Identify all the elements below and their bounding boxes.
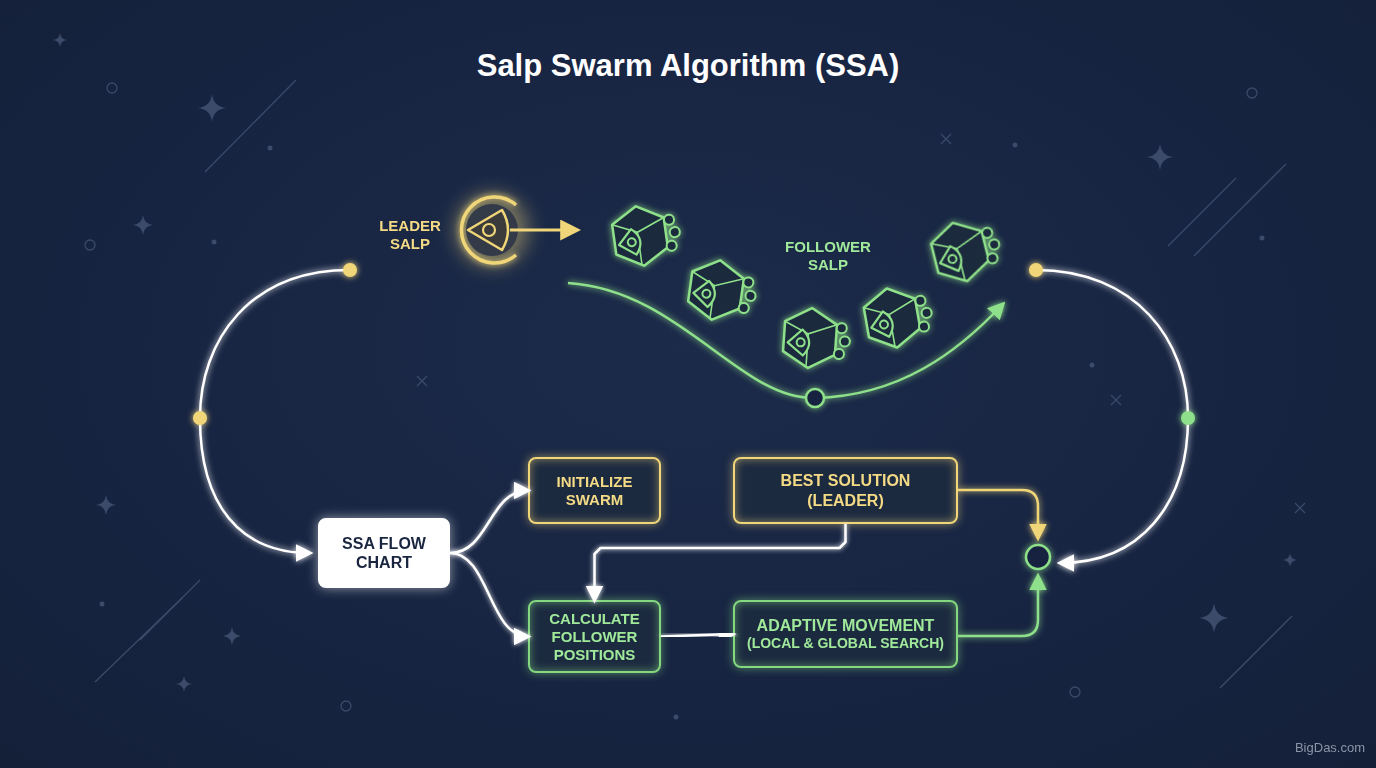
box-label: SSA FLOW CHART	[328, 534, 440, 572]
watermark: BigDas.com	[1290, 740, 1370, 756]
process-box: CALCULATE FOLLOWER POSITIONS	[528, 600, 661, 673]
box-label: INITIALIZE SWARM	[540, 473, 650, 509]
diagram-title: Salp Swarm Algorithm (SSA)	[0, 48, 1376, 84]
flow-arrow	[450, 553, 528, 637]
box-label: ADAPTIVE MOVEMENT	[757, 616, 935, 635]
leader-salp-icon	[456, 194, 577, 266]
swarm-path	[568, 283, 1003, 407]
box-label: CALCULATE FOLLOWER POSITIONS	[539, 610, 651, 664]
flow-arrow	[661, 634, 733, 637]
leader-label: LEADER SALP	[368, 217, 452, 253]
follower-label: FOLLOWER SALP	[776, 238, 880, 274]
process-box: BEST SOLUTION (LEADER)	[733, 457, 958, 524]
merge-wires	[958, 490, 1050, 636]
follower-salp-icons	[610, 201, 1006, 371]
process-box: INITIALIZE SWARM	[528, 457, 661, 524]
box-label: BEST SOLUTION (LEADER)	[771, 471, 921, 509]
flow-arrow	[595, 524, 846, 600]
background-decor	[85, 80, 1305, 711]
box-sublabel: (LOCAL & GLOBAL SEARCH)	[747, 635, 944, 652]
flow-arrow	[661, 489, 733, 492]
star-sparkles	[53, 33, 1297, 720]
process-box: ADAPTIVE MOVEMENT(LOCAL & GLOBAL SEARCH)	[733, 600, 958, 668]
start-box: SSA FLOW CHART	[318, 518, 450, 588]
flow-arrow	[450, 491, 528, 554]
